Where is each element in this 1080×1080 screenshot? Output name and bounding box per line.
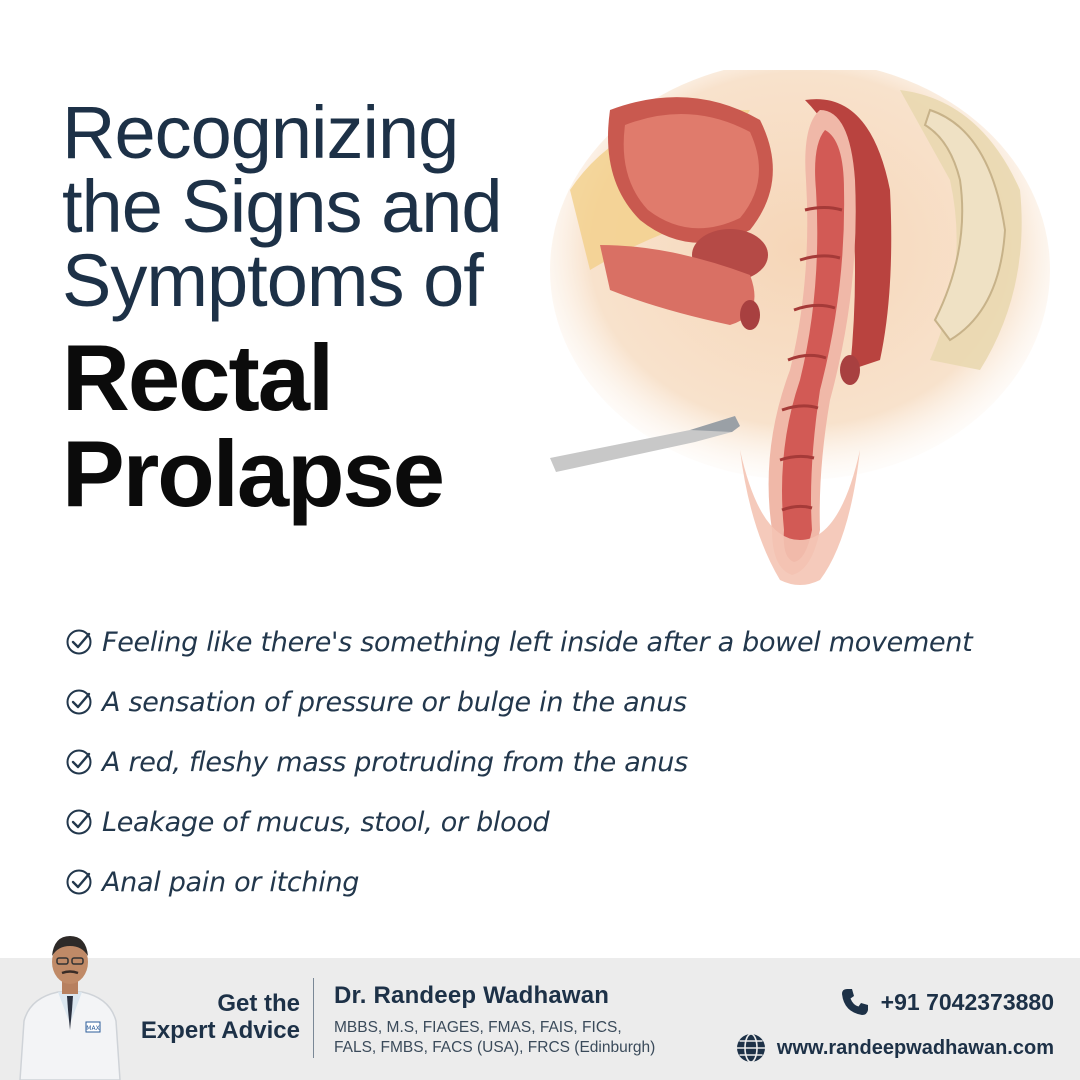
doctor-name: Dr. Randeep Wadhawan [334, 982, 610, 1009]
list-item: Leakage of mucus, stool, or blood [64, 792, 1024, 852]
check-circle-icon [66, 809, 92, 835]
title-line-2: the Signs and [62, 165, 503, 248]
footer-bar: MAX Get the Expert Advice Dr. Randeep Wa… [0, 936, 1080, 1080]
hospital-badge: MAX [86, 1025, 99, 1032]
list-item: Anal pain or itching [64, 852, 1024, 912]
check-circle-icon [66, 869, 92, 895]
symptom-text: Feeling like there's something left insi… [102, 626, 973, 658]
cta-line-1: Get the [217, 990, 300, 1017]
symptom-text: Leakage of mucus, stool, or blood [102, 806, 550, 838]
list-item: Feeling like there's something left insi… [64, 612, 1024, 672]
credentials-line-1: MBBS, M.S, FIAGES, FMAS, FAIS, FICS, [334, 1019, 622, 1036]
title-line-3: Symptoms of [62, 239, 484, 322]
globe-icon [736, 1033, 765, 1063]
phone-link[interactable]: +91 7042373880 [735, 984, 1054, 1020]
doctor-photo: MAX [19, 936, 121, 1080]
cta-heading: Get the Expert Advice [118, 990, 300, 1044]
phone-number: +91 7042373880 [880, 988, 1054, 1015]
website-url: www.randeepwadhawan.com [776, 1036, 1054, 1059]
check-circle-icon [66, 749, 92, 775]
title-line-1: Recognizing [62, 91, 459, 174]
credentials-line-2: FALS, FMBS, FACS (USA), FRCS (Edinburgh) [334, 1039, 656, 1056]
contact-block: +91 7042373880 www.randeepwadhawan.com [735, 984, 1054, 1068]
footer-divider [313, 978, 314, 1058]
symptom-text: A sensation of pressure or bulge in the … [102, 686, 687, 718]
cta-line-2: Expert Advice [140, 1017, 300, 1044]
symptom-list: Feeling like there's something left insi… [64, 612, 1024, 912]
list-item: A red, fleshy mass protruding from the a… [64, 732, 1024, 792]
symptom-text: Anal pain or itching [102, 866, 360, 898]
symptom-text: A red, fleshy mass protruding from the a… [102, 746, 688, 778]
check-circle-icon [66, 689, 92, 715]
list-item: A sensation of pressure or bulge in the … [64, 672, 1024, 732]
website-link[interactable]: www.randeepwadhawan.com [735, 1028, 1054, 1068]
title-emphasis-2: Prolapse [62, 421, 445, 526]
doctor-credentials: MBBS, M.S, FIAGES, FMAS, FAIS, FICS, FAL… [334, 1018, 694, 1058]
check-circle-icon [66, 629, 92, 655]
rectal-anatomy-illustration [550, 70, 1050, 585]
title-emphasis-1: Rectal [62, 325, 334, 430]
page-title: Recognizing the Signs and Symptoms of Re… [62, 96, 582, 522]
phone-icon [841, 989, 868, 1015]
